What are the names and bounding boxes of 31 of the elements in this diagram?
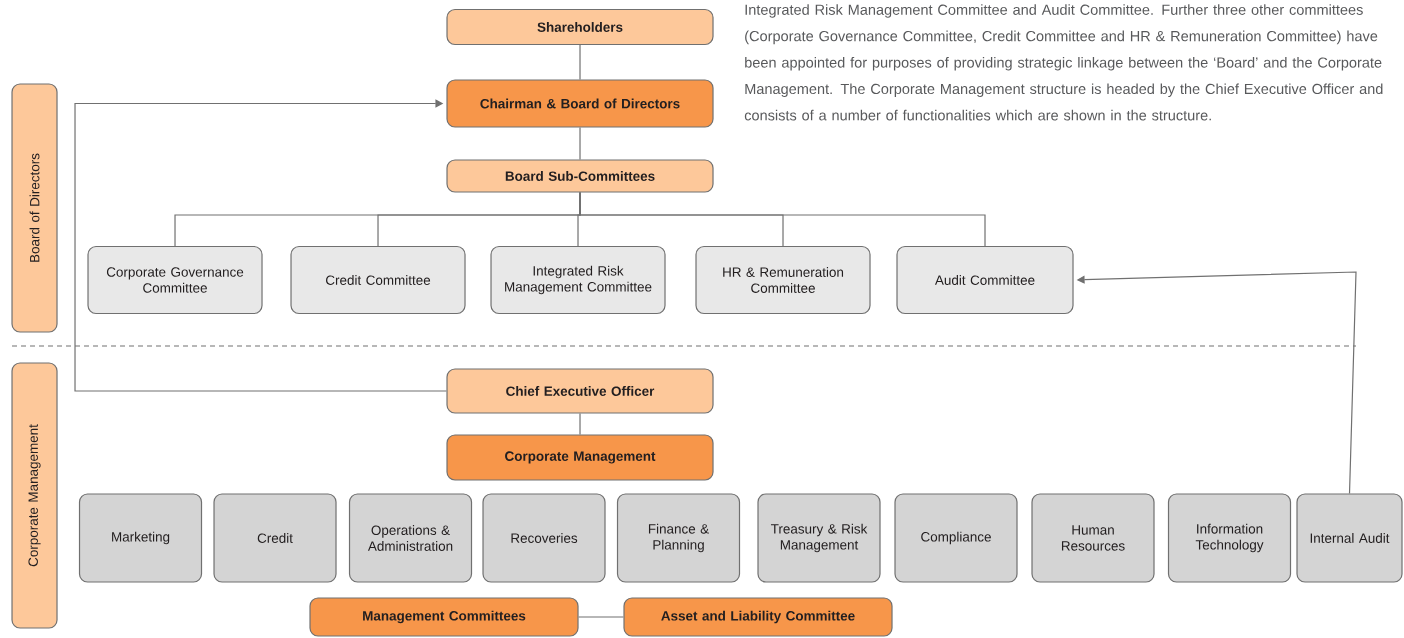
connector-line xyxy=(579,192,986,247)
committee-box: Corporate Governance Committee xyxy=(87,245,263,315)
org-box: Management Committees xyxy=(309,597,579,637)
org-box: Corporate Management xyxy=(446,434,714,481)
department-box: Credit xyxy=(213,493,337,583)
department-box: Internal Audit xyxy=(1296,493,1403,583)
org-box: Shareholders xyxy=(446,8,714,46)
org-box: Chief Executive Officer xyxy=(446,368,714,414)
department-box: Treasury & Risk Management xyxy=(757,493,881,583)
department-box: Operations & Administration xyxy=(348,493,473,583)
connector-line xyxy=(579,127,581,160)
committee-box: Audit Committee xyxy=(896,245,1074,315)
org-box: Asset and Liability Committee xyxy=(623,597,893,637)
side-band: Board of Directors xyxy=(11,83,58,333)
department-box: Human Resources xyxy=(1031,493,1155,583)
connector-line xyxy=(579,44,581,80)
connector-line xyxy=(579,413,581,435)
department-box: Compliance xyxy=(894,493,1018,583)
paragraph-text: Integrated Risk Management Committee and Audit Committee. Further three other committees (Corporate Governance Committee, Credit Committee and HR & Remuneration Committee) have been appointed for purposes of providing strategic linkage between the ‘Board’ and the Corporate Management. The Corporate Management structure is headed by the Chief Executive Officer and consists of a number of functionalities which are shown in the structure. xyxy=(744,4,1383,121)
org-box: Board Sub-Committees xyxy=(446,159,714,193)
department-box: Information Technology xyxy=(1167,493,1292,583)
connector-line xyxy=(578,616,624,618)
committee-box: Credit Committee xyxy=(290,245,466,315)
side-band: Corporate Management xyxy=(11,362,58,629)
department-box: Recoveries xyxy=(482,493,606,583)
arrow xyxy=(74,99,447,392)
org-box: Chairman & Board of Directors xyxy=(446,79,714,128)
committee-box: HR & Remuneration Committee xyxy=(695,245,871,315)
department-box: Finance & Planning xyxy=(616,493,741,583)
committee-box: Integrated Risk Management Committee xyxy=(490,245,666,315)
department-box: Marketing xyxy=(78,493,203,583)
